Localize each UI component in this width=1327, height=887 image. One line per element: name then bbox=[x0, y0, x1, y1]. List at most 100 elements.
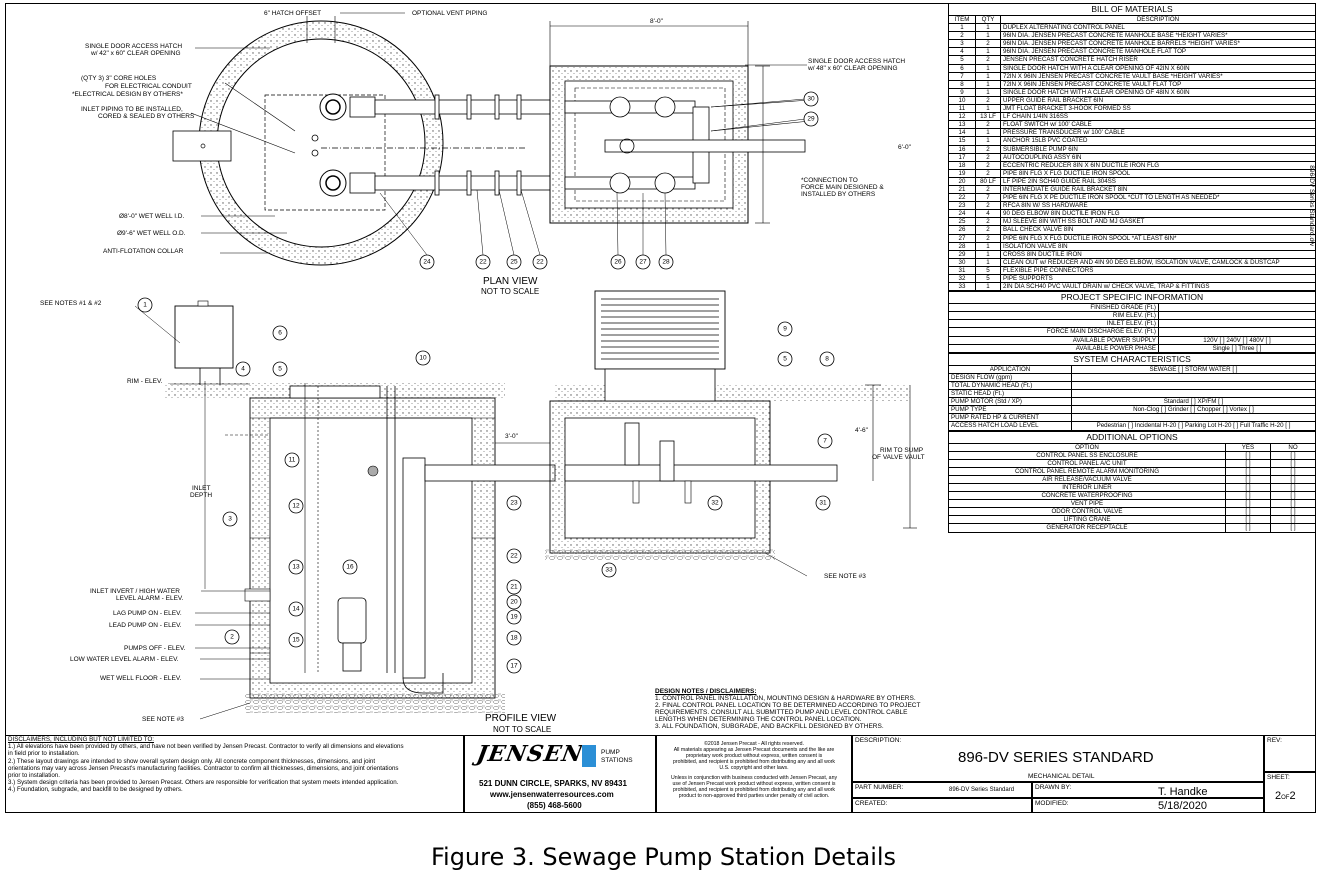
option-yes-checkbox[interactable]: [ ] bbox=[1225, 450, 1271, 460]
hatch-48-label: SINGLE DOOR ACCESS HATCH bbox=[808, 58, 906, 65]
option-yes-checkbox[interactable]: [ ] bbox=[1225, 482, 1271, 493]
bom-description: RFCA 8IN W/ SS HARDWARE bbox=[1000, 201, 1316, 211]
bom-qty: 2 bbox=[975, 184, 1001, 195]
modified-label: MODIFIED: bbox=[1035, 800, 1069, 807]
project-info-value[interactable] bbox=[1158, 327, 1316, 337]
part-number-box: PART NUMBER: 896-DV Series Standard bbox=[852, 782, 1032, 798]
part-number-value: 896-DV Series Standard bbox=[949, 787, 1015, 793]
option-label: GENERATOR RECEPTACLE bbox=[948, 523, 1226, 533]
company-website[interactable]: www.jensenwaterresources.com bbox=[490, 790, 614, 799]
option-yes-checkbox[interactable]: [ ] bbox=[1225, 474, 1271, 484]
system-value[interactable] bbox=[1071, 413, 1316, 423]
system-value[interactable]: Pedestrian [ ] Incidental H-20 [ ] Parki… bbox=[1071, 421, 1316, 431]
bom-item-number: 17 bbox=[948, 152, 976, 162]
bom-description: JENSEN PRECAST CONCRETE HATCH RISER bbox=[1000, 55, 1316, 65]
system-title: SYSTEM CHARACTERISTICS bbox=[948, 352, 1316, 366]
bom-qty: 4 bbox=[975, 209, 1001, 219]
disclaimer-line-3: 2.) These layout drawings are intended t… bbox=[8, 757, 376, 765]
bom-qty: 7 bbox=[975, 193, 1001, 203]
project-info-value[interactable] bbox=[1158, 319, 1316, 329]
design-note-1: 1. CONTROL PANEL INSTALLATION, MOUNTING … bbox=[655, 695, 916, 702]
option-yes-checkbox[interactable]: [ ] bbox=[1225, 458, 1271, 468]
profile-valve-vault bbox=[495, 290, 917, 560]
sheet-number: 2OF2 bbox=[1275, 790, 1296, 802]
option-no-checkbox[interactable]: [ ] bbox=[1270, 523, 1316, 533]
bill-of-materials: BILL OF MATERIALS ITEM QTY DESCRIPTION 1… bbox=[948, 3, 1316, 292]
project-info-value[interactable]: Single [ ] Three [ ] bbox=[1158, 343, 1316, 353]
bom-description: 72IN X 96IN JENSEN PRECAST CONCRETE VAUL… bbox=[1000, 71, 1316, 81]
option-label: CONTROL PANEL REMOTE ALARM MONITORING bbox=[948, 466, 1226, 476]
option-no-checkbox[interactable]: [ ] bbox=[1270, 491, 1316, 501]
system-value[interactable] bbox=[1071, 389, 1316, 399]
option-yes-checkbox[interactable]: [ ] bbox=[1225, 466, 1271, 476]
option-no-checkbox[interactable]: [ ] bbox=[1270, 515, 1316, 525]
option-yes-checkbox[interactable]: [ ] bbox=[1225, 515, 1271, 525]
drawing-title: 896-DV SERIES STANDARD bbox=[958, 749, 1154, 766]
created-label: CREATED: bbox=[855, 800, 888, 807]
system-label: PUMP MOTOR (Std / XP) bbox=[948, 397, 1072, 407]
company-address: 521 DUNN CIRCLE, SPARKS, NV 89431 bbox=[479, 779, 627, 788]
copyright-line-3: proprietary work product without express… bbox=[685, 753, 823, 759]
created-box: CREATED: bbox=[852, 798, 1032, 813]
option-no-checkbox[interactable]: [ ] bbox=[1270, 507, 1316, 517]
design-note-2: 2. FINAL CONTROL PANEL LOCATION TO BE DE… bbox=[655, 702, 921, 709]
project-info-label: FORCE MAIN DISCHARGE ELEV. (Ft.) bbox=[948, 327, 1159, 337]
option-no-checkbox[interactable]: [ ] bbox=[1270, 482, 1316, 493]
bom-qty: 1 bbox=[975, 257, 1001, 267]
copyright2-line-1: Unless in conjunction with business cond… bbox=[670, 775, 838, 781]
project-info-value[interactable] bbox=[1158, 303, 1316, 313]
project-info-label: AVAILABLE POWER SUPPLY bbox=[948, 335, 1159, 345]
bom-item-number: 3 bbox=[948, 39, 976, 49]
bom-qty: 2 bbox=[975, 225, 1001, 235]
system-value[interactable]: Non-Clog [ ] Grinder [ ] Chopper [ ] Vor… bbox=[1071, 405, 1316, 415]
core-holes-label-b: FOR ELECTRICAL CONDUIT bbox=[105, 83, 192, 90]
application-value[interactable]: SEWAGE [ ] STORM WATER [ ] bbox=[1071, 364, 1316, 374]
option-yes-checkbox[interactable]: [ ] bbox=[1225, 491, 1271, 501]
system-value[interactable] bbox=[1071, 372, 1316, 382]
hatch-42-label-b: w/ 42" x 60" CLEAR OPENING bbox=[91, 50, 181, 57]
bom-description: ANCHOR 15LB PVC COATED bbox=[1000, 136, 1316, 146]
project-info-value[interactable]: 120V [ ] 240V [ ] 480V [ ] bbox=[1158, 335, 1316, 345]
option-yes-checkbox[interactable]: [ ] bbox=[1225, 523, 1271, 533]
option-no-checkbox[interactable]: [ ] bbox=[1270, 474, 1316, 484]
copyright2-line-4: product to non-approved third parties un… bbox=[678, 793, 830, 799]
inlet-piping-label-b: CORED & SEALED BY OTHERS bbox=[98, 113, 195, 120]
bom-qty: 2 bbox=[975, 120, 1001, 130]
application-label: APPLICATION bbox=[948, 364, 1072, 374]
bom-item-number: 18 bbox=[948, 160, 976, 170]
option-yes-checkbox[interactable]: [ ] bbox=[1225, 499, 1271, 509]
option-label: VENT PIPE bbox=[948, 499, 1226, 509]
project-info-value[interactable] bbox=[1158, 311, 1316, 321]
bom-description: ECCENTRIC REDUCER 8IN X 6IN DUCTILE IRON… bbox=[1000, 160, 1316, 170]
option-no-checkbox[interactable]: [ ] bbox=[1270, 499, 1316, 509]
bom-qty: 1 bbox=[975, 31, 1001, 41]
inlet-invert-label-b: LEVEL ALARM - ELEV. bbox=[116, 595, 184, 602]
option-yes-checkbox[interactable]: [ ] bbox=[1225, 507, 1271, 517]
bom-qty: 1 bbox=[975, 47, 1001, 57]
bom-description: CLEAN OUT w/ REDUCER AND 4IN 90 DEG ELBO… bbox=[1000, 257, 1316, 267]
system-value[interactable] bbox=[1071, 380, 1316, 391]
part-number-label: PART NUMBER: bbox=[855, 784, 904, 791]
option-no-checkbox[interactable]: [ ] bbox=[1270, 450, 1316, 460]
description-box: DESCRIPTION: 896-DV SERIES STANDARD MECH… bbox=[852, 735, 1264, 782]
plan-view-scale: NOT TO SCALE bbox=[481, 287, 540, 296]
option-no-checkbox[interactable]: [ ] bbox=[1270, 466, 1316, 476]
bom-header-qty: QTY bbox=[975, 14, 1001, 25]
option-no-checkbox[interactable]: [ ] bbox=[1270, 458, 1316, 468]
option-label: CONTROL PANEL A/C UNIT bbox=[948, 458, 1226, 468]
system-value[interactable]: Standard [ ] XP/FM [ ] bbox=[1071, 397, 1316, 407]
option-row: GENERATOR RECEPTACLE[ ][ ] bbox=[948, 523, 1316, 533]
